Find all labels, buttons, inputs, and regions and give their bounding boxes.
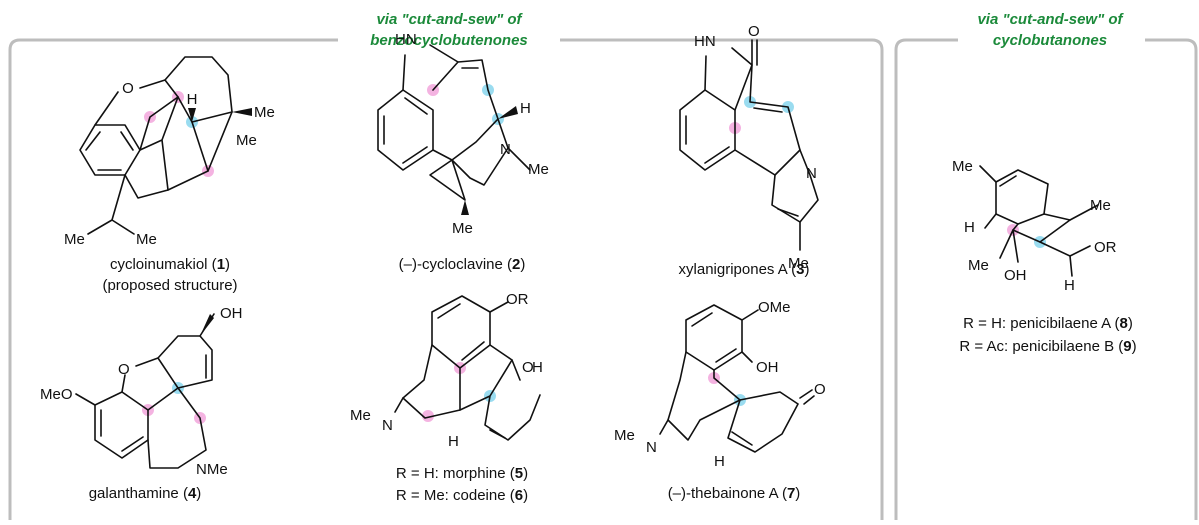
compound-number: 7 — [787, 485, 795, 502]
panel-header-right: via "cut-and-sew" of cyclobutanones — [977, 11, 1124, 49]
atom-label: NMe — [196, 461, 228, 478]
atom-label: H — [532, 359, 543, 376]
atom-label: H — [1064, 277, 1075, 294]
panel-frame-right — [894, 38, 1198, 520]
atom-label: H — [964, 219, 975, 236]
panel-header-left: via "cut-and-sew" of benzocyclobutenones — [370, 11, 528, 49]
caption-galanthamine: galanthamine (4) — [89, 485, 202, 502]
atom-label: O — [122, 80, 134, 97]
compound-r-group: R = H: — [963, 315, 1010, 332]
compound-number: 4 — [188, 485, 197, 502]
compound-name: morphine — [443, 465, 506, 482]
structure-penicibilaene: Me Me H OR Me OH H — [952, 158, 1117, 294]
compound-name: codeine — [453, 487, 506, 504]
compound-number: 2 — [512, 256, 520, 273]
atom-label: N — [382, 417, 393, 434]
caption-penicibilaene-a: R = H: penicibilaene A (8) — [963, 315, 1133, 332]
atom-label: OMe — [758, 299, 791, 316]
atom-label: Me — [236, 132, 257, 149]
compound-name: cycloinumakiol — [110, 256, 208, 273]
panel-header-left-line2: benzocyclobutenones — [370, 32, 528, 49]
caption-morphine: R = H: morphine (5) — [396, 465, 528, 482]
highlight-dot — [422, 410, 434, 422]
atom-label: Me — [968, 257, 989, 274]
atom-label: OH — [756, 359, 779, 376]
atom-label: Me — [952, 158, 973, 175]
structure-thebainone: OMe OH O Me N H — [614, 299, 826, 470]
atom-label: Me — [1090, 197, 1111, 214]
structure-cycloclavine: HN H N Me Me — [377, 31, 549, 237]
compound-name: (–)-thebainone A — [668, 485, 779, 502]
atom-label: Me — [788, 255, 809, 272]
atom-label: HN — [694, 33, 716, 50]
atom-label: Me — [528, 161, 549, 178]
atom-label: O — [522, 359, 534, 376]
compound-number: 9 — [1123, 338, 1131, 355]
atom-label: OH — [1004, 267, 1027, 284]
compound-number: 3 — [796, 261, 804, 278]
atom-label: H — [187, 91, 198, 108]
atom-label: O — [748, 23, 760, 40]
caption-xylanigripones: xylanigripones A (3) — [679, 261, 810, 278]
structure-morphine: OR O H Me N H — [350, 291, 543, 450]
compound-name: penicibilaene A — [1010, 315, 1111, 332]
compound-name: xylanigripones A — [679, 261, 788, 278]
structure-cycloinumakiol: O H Me Me Me Me — [64, 56, 275, 248]
atom-label: H — [520, 100, 531, 117]
panel-frame-left — [8, 38, 884, 520]
atom-label: MeO — [40, 386, 73, 403]
caption-note: (proposed structure) — [102, 277, 237, 294]
atom-label: N — [500, 141, 511, 158]
compound-name: penicibilaene B — [1012, 338, 1114, 355]
compound-r-group: R = H: — [396, 465, 443, 482]
atom-label: Me — [614, 427, 635, 444]
atom-label: HN — [395, 31, 417, 48]
atom-label: OR — [506, 291, 529, 308]
atom-label: O — [118, 361, 130, 378]
compound-number: 1 — [217, 256, 225, 273]
panel-header-right-line2: cyclobutanones — [993, 32, 1107, 49]
atom-label: OR — [1094, 239, 1117, 256]
caption-cycloinumakiol: cycloinumakiol (1) — [110, 256, 230, 273]
atom-label: OH — [220, 305, 243, 322]
compound-name: (–)-cycloclavine — [399, 256, 503, 273]
structure-xylanigripones: HN O N Me — [679, 23, 819, 272]
compound-r-group: R = Ac: — [959, 338, 1012, 355]
atom-label: H — [714, 453, 725, 470]
atom-label: Me — [254, 104, 275, 121]
atom-label: O — [814, 381, 826, 398]
compound-r-group: R = Me: — [396, 487, 453, 504]
caption-penicibilaene-b: R = Ac: penicibilaene B (9) — [959, 338, 1136, 355]
atom-label: Me — [64, 231, 85, 248]
atom-label: Me — [350, 407, 371, 424]
compound-number: 5 — [515, 465, 523, 482]
panel-header-left-line1: via "cut-and-sew" of — [376, 11, 523, 28]
caption-codeine: R = Me: codeine (6) — [396, 487, 528, 504]
caption-thebainone: (–)-thebainone A (7) — [668, 485, 801, 502]
compound-number: 8 — [1120, 315, 1128, 332]
atom-label: Me — [452, 220, 473, 237]
atom-label: N — [806, 165, 817, 182]
atom-label: Me — [136, 231, 157, 248]
compound-name: galanthamine — [89, 485, 179, 502]
caption-cycloclavine: (–)-cycloclavine (2) — [399, 256, 526, 273]
structure-galanthamine: OH MeO O NMe — [40, 305, 243, 478]
atom-label: N — [646, 439, 657, 456]
compound-number: 6 — [515, 487, 523, 504]
panel-header-right-line1: via "cut-and-sew" of — [977, 11, 1124, 28]
atom-label: H — [448, 433, 459, 450]
